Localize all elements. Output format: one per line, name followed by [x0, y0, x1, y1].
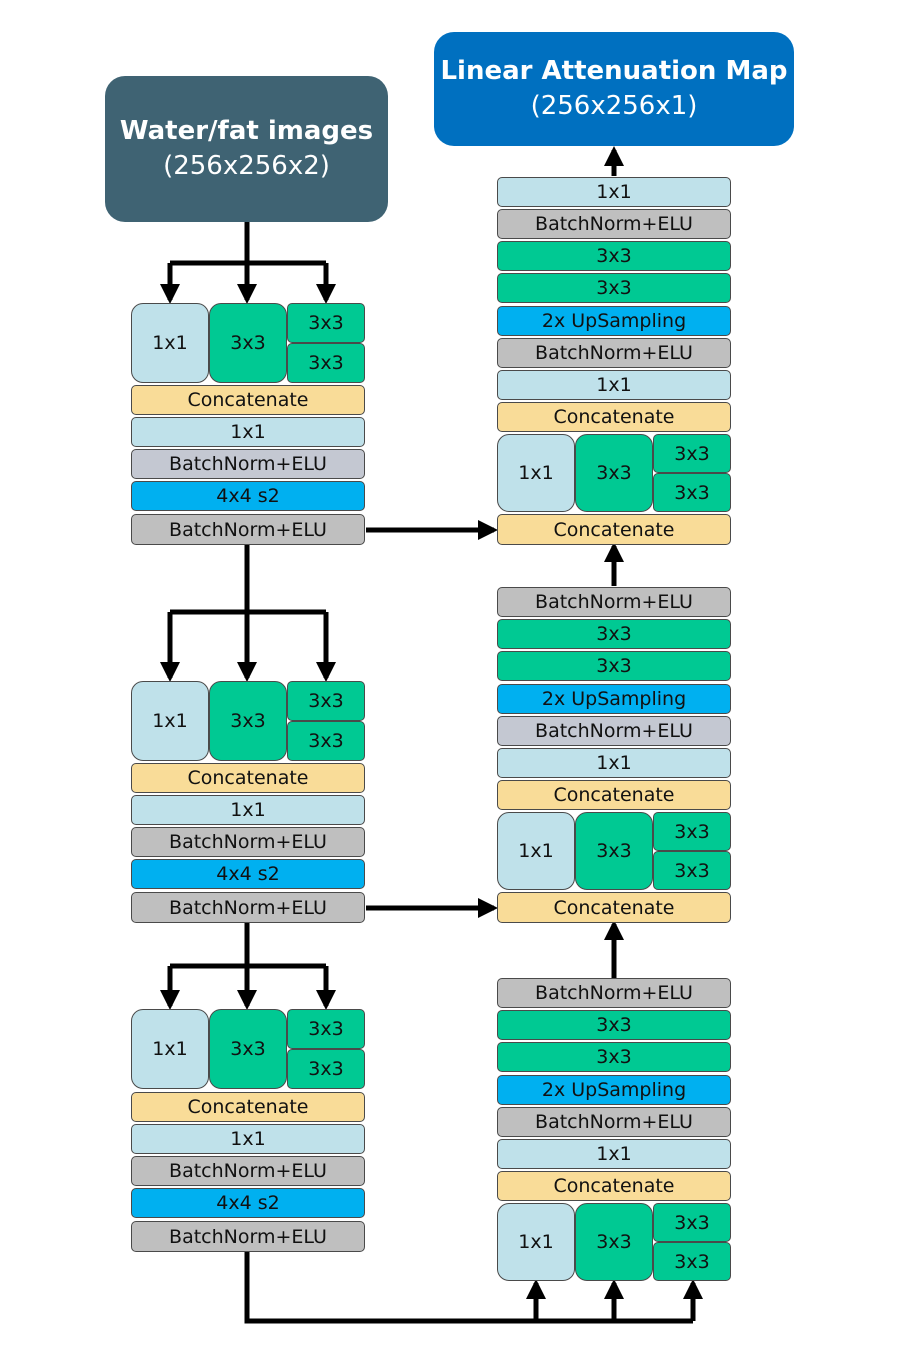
dec-top-output-conv1x1: 1x1 [497, 177, 731, 207]
enc1-conv1x1: 1x1 [131, 417, 365, 447]
dec-mid-batchnorm-elu-b: BatchNorm+ELU [497, 716, 731, 746]
dec-mid-conv3x3-stack-bottom: 3x3 [653, 851, 731, 890]
dec-top-concatenate: Concatenate [497, 402, 731, 432]
dec-bottom-upsampling: 2x UpSampling [497, 1075, 731, 1105]
enc2-concatenate: Concatenate [131, 763, 365, 793]
dec-top-conv3x3-b: 3x3 [497, 273, 731, 303]
dec-top-conv3x3-a: 3x3 [497, 241, 731, 271]
dec-top-conv3x3-stack-bottom: 3x3 [653, 473, 731, 512]
enc1-conv3x3-stack-bottom: 3x3 [287, 343, 365, 383]
enc3-conv1x1-branch: 1x1 [131, 1009, 209, 1089]
output-shape: (256x256x1) [530, 91, 698, 121]
enc3-conv3x3-stack-top: 3x3 [287, 1009, 365, 1049]
output-title: Linear Attenuation Map [440, 56, 788, 86]
dec-top-conv1x1: 1x1 [497, 370, 731, 400]
enc1-conv1x1-branch: 1x1 [131, 303, 209, 383]
enc2-conv3x3-stack-bottom: 3x3 [287, 721, 365, 761]
enc3-conv1x1: 1x1 [131, 1124, 365, 1154]
dec-top-conv3x3-stack-top: 3x3 [653, 434, 731, 473]
enc3-conv3x3-branch: 3x3 [209, 1009, 287, 1089]
input-title: Water/fat images [119, 116, 374, 146]
enc2-conv1x1: 1x1 [131, 795, 365, 825]
enc1-conv3x3-branch: 3x3 [209, 303, 287, 383]
enc1-conv3x3-stack-top: 3x3 [287, 303, 365, 343]
enc3-concatenate: Concatenate [131, 1092, 365, 1122]
dec-bottom-conv3x3-b: 3x3 [497, 1042, 731, 1072]
enc1-batchnorm-elu: BatchNorm+ELU [131, 449, 365, 479]
enc1-batchnorm-elu-out: BatchNorm+ELU [131, 514, 365, 545]
dec-mid-concatenate: Concatenate [497, 780, 731, 810]
enc2-batchnorm-elu: BatchNorm+ELU [131, 827, 365, 857]
enc2-strided-conv: 4x4 s2 [131, 859, 365, 889]
enc1-strided-conv: 4x4 s2 [131, 481, 365, 511]
enc2-conv1x1-branch: 1x1 [131, 681, 209, 761]
dec-top-conv1x1-branch: 1x1 [497, 434, 575, 512]
enc2-conv3x3-branch: 3x3 [209, 681, 287, 761]
input-shape: (256x256x2) [163, 151, 330, 181]
dec-mid-conv3x3-a: 3x3 [497, 619, 731, 649]
dec-top-skip-concatenate: Concatenate [497, 514, 731, 545]
dec-bottom-batchnorm-elu-b: BatchNorm+ELU [497, 1107, 731, 1137]
enc3-strided-conv: 4x4 s2 [131, 1188, 365, 1218]
enc3-conv3x3-stack-bottom: 3x3 [287, 1049, 365, 1089]
dec-bottom-concatenate: Concatenate [497, 1171, 731, 1201]
dec-mid-conv3x3-stack-top: 3x3 [653, 812, 731, 851]
output-box: Linear Attenuation Map (256x256x1) [434, 32, 794, 146]
dec-mid-upsampling: 2x UpSampling [497, 684, 731, 714]
dec-mid-conv3x3-branch: 3x3 [575, 812, 653, 890]
dec-top-batchnorm-elu-b: BatchNorm+ELU [497, 338, 731, 368]
dec-bottom-conv3x3-stack-bottom: 3x3 [653, 1242, 731, 1281]
input-box: Water/fat images (256x256x2) [105, 76, 388, 222]
bottleneck-line [244, 1252, 693, 1324]
enc3-batchnorm-elu-out: BatchNorm+ELU [131, 1221, 365, 1252]
dec-mid-conv3x3-b: 3x3 [497, 651, 731, 681]
dec-bottom-conv3x3-stack-top: 3x3 [653, 1203, 731, 1242]
dec-mid-conv1x1-branch: 1x1 [497, 812, 575, 890]
dec-mid-conv1x1: 1x1 [497, 748, 731, 778]
enc2-batchnorm-elu-out: BatchNorm+ELU [131, 892, 365, 923]
dec-top-conv3x3-branch: 3x3 [575, 434, 653, 512]
dec-mid-batchnorm-elu-a: BatchNorm+ELU [497, 587, 731, 617]
dec-bottom-conv3x3-a: 3x3 [497, 1010, 731, 1040]
enc2-conv3x3-stack-top: 3x3 [287, 681, 365, 721]
dec-bottom-conv3x3-branch: 3x3 [575, 1203, 653, 1281]
enc3-batchnorm-elu: BatchNorm+ELU [131, 1156, 365, 1186]
dec-top-upsampling: 2x UpSampling [497, 306, 731, 336]
dec-bottom-conv1x1-branch: 1x1 [497, 1203, 575, 1281]
dec-bottom-conv1x1: 1x1 [497, 1139, 731, 1169]
dec-bottom-batchnorm-elu-a: BatchNorm+ELU [497, 978, 731, 1008]
enc1-concatenate: Concatenate [131, 385, 365, 415]
dec-mid-skip-concatenate: Concatenate [497, 892, 731, 923]
dec-top-batchnorm-elu-a: BatchNorm+ELU [497, 209, 731, 239]
